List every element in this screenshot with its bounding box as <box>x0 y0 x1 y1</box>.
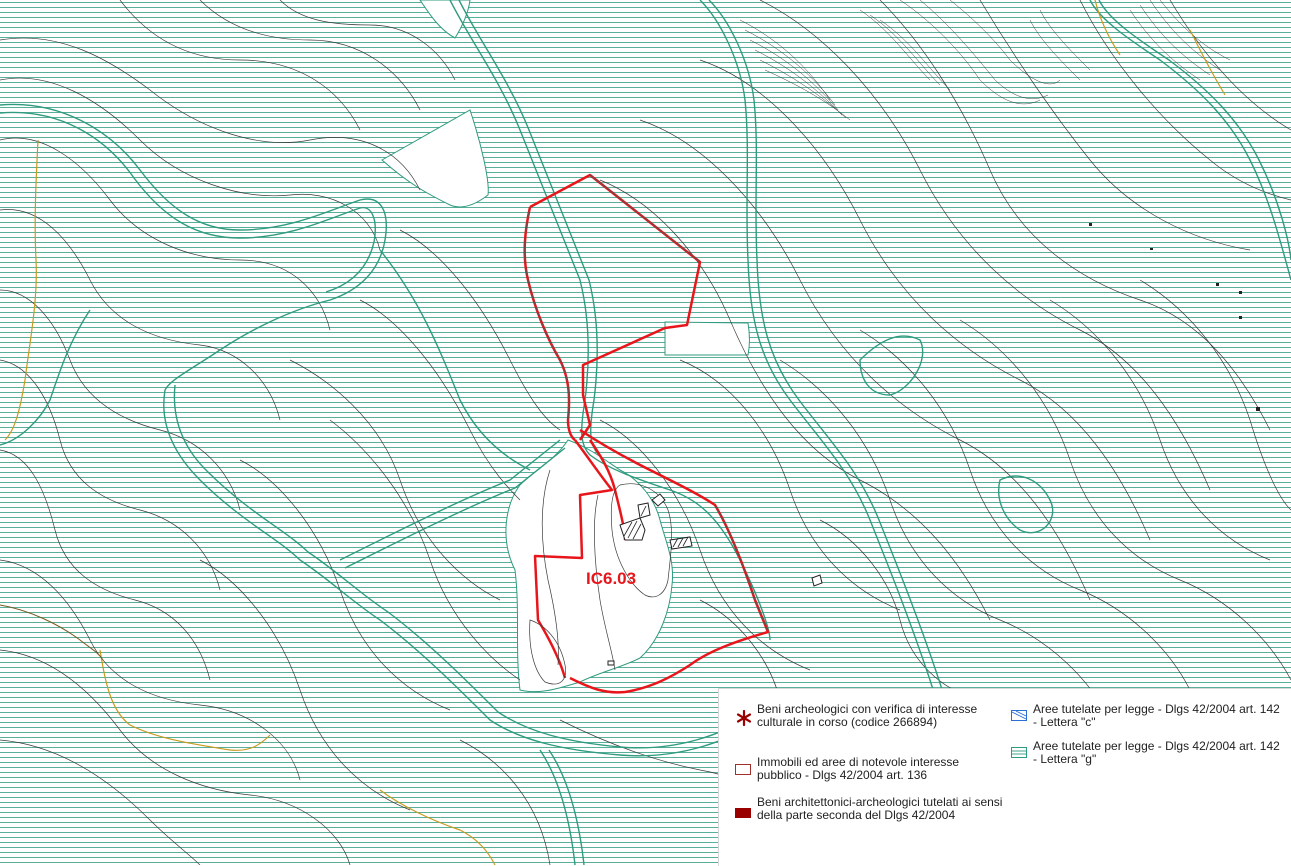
orange-path <box>4 0 1226 865</box>
clearing-top <box>419 0 471 39</box>
asterisk-icon <box>735 709 753 727</box>
ic603-boundary-inner <box>524 174 769 633</box>
brown-path <box>0 604 104 661</box>
legend-label: Beni architettonici-archeologici tutelat… <box>757 795 1003 822</box>
clearing-north <box>381 109 489 208</box>
clearing-contours <box>529 469 672 685</box>
legend-item-lettera-c: Aree tutelate per legge - Dlgs 42/2004 a… <box>1011 703 1281 729</box>
legend-label: Aree tutelate per legge - Dlgs 42/2004 a… <box>1033 739 1280 766</box>
point-markers <box>1089 223 1260 411</box>
legend-item-architectural-archaeological: Beni architettonici-archeologici tutelat… <box>735 796 1015 822</box>
building-hatching <box>623 505 689 548</box>
legend-label: Aree tutelate per legge - Dlgs 42/2004 a… <box>1033 702 1280 729</box>
legend-item-archaeological-verification: Beni archeologici con verifica di intere… <box>735 703 991 729</box>
area-label: IC6.03 <box>586 569 636 588</box>
clearing-main <box>505 439 674 693</box>
filled-rect-icon <box>735 808 753 822</box>
outline-rect-icon <box>735 764 753 778</box>
legend-item-notable-public-interest: Immobili ed aree di notevole interesse p… <box>735 756 991 782</box>
blue-hatch-rect-icon <box>1011 709 1029 723</box>
clearing-east <box>664 321 750 356</box>
legend-label: Immobili ed aree di notevole interesse p… <box>757 755 960 782</box>
legend-item-lettera-g: Aree tutelate per legge - Dlgs 42/2004 a… <box>1011 740 1281 766</box>
legend-label: Beni archeologici con verifica di intere… <box>757 702 978 729</box>
green-hatch-rect-icon <box>1011 746 1029 760</box>
map-legend: Beni archeologici con verifica di intere… <box>718 688 1291 866</box>
